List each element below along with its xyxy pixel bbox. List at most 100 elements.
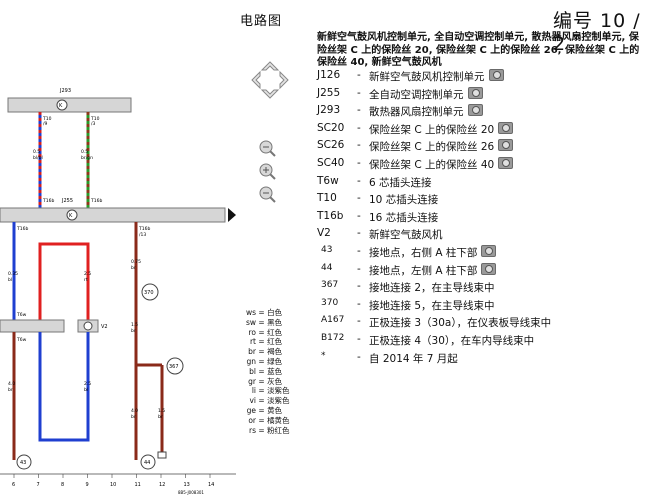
color-code: ro [248, 327, 256, 337]
legend-text: 接地连接 5，在主导线束中 [369, 298, 495, 313]
zoom-out-icon[interactable] [259, 186, 276, 203]
color-name: 灰色 [267, 376, 283, 386]
legend-text-value: 正极连接 4（30），在车内导线束中 [369, 335, 535, 347]
ground-label: 370 [144, 290, 154, 296]
legend-dash: - [357, 333, 361, 345]
color-name: 蓝色 [267, 366, 283, 376]
wire-size-label: 0.5 [81, 149, 88, 155]
pin-label: T16b [138, 226, 150, 232]
scale-label: 7 [37, 482, 40, 488]
camera-icon[interactable] [481, 245, 497, 257]
wire-size-label: 1.5 [158, 408, 165, 414]
wire-color-label: br [158, 414, 163, 420]
equals-sign: = [256, 405, 268, 415]
legend-text-value: 16 芯插头连接 [369, 211, 439, 224]
continue-arrow-icon[interactable] [228, 208, 236, 222]
legend-text-value: 保险丝架 C 上的保险丝 40 [369, 159, 495, 171]
color-name: 褐色 [267, 347, 283, 357]
legend-text: 10 芯插头连接 [369, 192, 438, 207]
color-name: 白色 [267, 308, 283, 317]
ground-point-43[interactable] [16, 454, 32, 470]
ground-connection-367[interactable] [166, 357, 184, 375]
color-code: or [248, 415, 256, 425]
legend-dash: - [357, 297, 361, 310]
legend-dash: - [357, 315, 361, 328]
color-key-row: or = 橘黄色 [242, 415, 290, 426]
wire-size-label: 4.0 [8, 381, 15, 387]
legend-code: J293 [317, 104, 341, 117]
equals-sign: = [256, 425, 268, 435]
pin-label: T10 [42, 116, 52, 122]
legend-code: SC40 [317, 157, 345, 169]
pan-down-icon[interactable] [260, 89, 280, 99]
wire-size-label: 0.75 [131, 259, 141, 265]
wire-bl [38, 332, 90, 442]
color-key-row: rs = 粉红色 [242, 426, 290, 436]
wire-color-label: bl [8, 277, 12, 283]
ground-point-44[interactable] [140, 454, 156, 470]
viewer-toolbar [251, 61, 289, 203]
color-code: ge [246, 405, 256, 415]
legend-text-value: 散热器风扇控制单元 [369, 106, 464, 119]
legend-code: 370 [321, 297, 339, 308]
legend-code: J126 [317, 69, 341, 81]
color-name: 淡紫色 [267, 386, 290, 396]
wire-rt [38, 242, 90, 320]
wiring-diagram[interactable]: J293 K T10 /9 T10 /3 0.5 bl/bl 0.5 br/gn… [0, 0, 236, 500]
camera-icon[interactable] [498, 157, 514, 169]
control-unit-symbol [56, 99, 68, 111]
legend-text-value: 接地连接 2，在主导线束中 [369, 282, 495, 295]
color-name: 绿色 [267, 356, 283, 366]
legend-text: 接地连接 2，在主导线束中 [369, 280, 495, 295]
wire-size-label: 0.35 [8, 271, 18, 277]
camera-icon[interactable] [481, 262, 497, 275]
legend-dash: - [357, 262, 361, 275]
pin-label: T6w [16, 312, 27, 318]
wire-color-label: rt [84, 277, 88, 283]
component-description: 新鲜空气鼓风机控制单元, 全自动空调控制单元, 散热器风扇控制单元, 保险丝架 … [317, 32, 640, 68]
legend-code: 44 [321, 262, 333, 273]
pin-label: T6w [16, 337, 27, 343]
motor-icon [83, 321, 93, 331]
scale-label: 9 [86, 482, 89, 488]
page-number: 编号 10 / 2 [553, 10, 641, 55]
camera-icon[interactable] [467, 104, 483, 117]
wire-size-label: 2.5 [84, 381, 91, 387]
legend-text: 散热器风扇控制单元 [369, 104, 483, 119]
legend-code: * [321, 350, 326, 361]
color-code: ws [245, 308, 256, 317]
zoom-reset-icon[interactable] [259, 163, 276, 180]
camera-icon[interactable] [498, 121, 514, 134]
equals-sign: = [256, 376, 268, 386]
color-key-row: ge = 黄色 [242, 406, 290, 416]
camera-icon[interactable] [467, 86, 483, 99]
ground-connection-370[interactable] [141, 283, 159, 301]
pin-label: /3 [91, 121, 96, 127]
ground-terminal [157, 451, 167, 459]
legend-code: T16b [317, 209, 344, 222]
color-name: 橘黄色 [267, 415, 290, 425]
pan-left-icon[interactable] [251, 70, 261, 90]
legend-code: A167 [321, 315, 345, 326]
camera-icon[interactable] [498, 139, 514, 152]
legend-text: 6 芯插头连接 [369, 175, 432, 190]
color-key-row: ws = 白色 [242, 308, 290, 318]
legend-text: 正极连接 3（30a），在仪表板导线束中 [369, 315, 551, 330]
legend-code: B172 [321, 333, 345, 343]
legend-dash: - [357, 192, 361, 205]
color-name: 淡紫色 [267, 396, 290, 406]
pan-up-icon[interactable] [260, 61, 280, 71]
color-code: sw [245, 317, 256, 327]
legend-code: V2 [317, 227, 331, 240]
j293-label: J293 [59, 88, 71, 94]
zoom-in-icon[interactable] [259, 140, 276, 157]
pan-right-icon[interactable] [279, 70, 289, 90]
wire-size-label: 2.5 [84, 271, 91, 277]
legend-text-value: 自 2014 年 7 月起 [369, 352, 458, 365]
legend-code: SC26 [317, 139, 345, 152]
camera-icon[interactable] [488, 69, 504, 81]
legend-text: 接地点，右侧 A 柱下部 [369, 245, 497, 260]
legend-text: 接地点，左侧 A 柱下部 [369, 262, 497, 278]
